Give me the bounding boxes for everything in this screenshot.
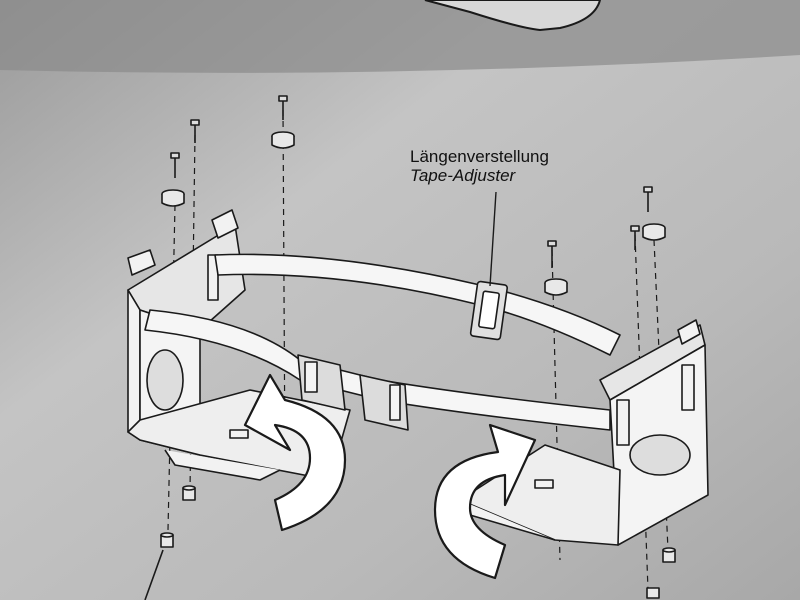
washer-3 [544, 278, 568, 296]
screw-1 [170, 152, 180, 178]
screw-5 [630, 225, 640, 250]
strap-lower [144, 309, 611, 431]
right-bracket [459, 319, 709, 546]
paper-fold-shadow [0, 0, 800, 73]
tape-adjuster-callout: Längenverstellung Tape-Adjuster [410, 147, 549, 185]
buckle [297, 354, 409, 431]
callout-leader-line [489, 191, 497, 287]
screw-6 [643, 186, 653, 212]
screw-3 [278, 95, 288, 120]
screw-4 [547, 240, 557, 268]
leader-line-bottom [144, 549, 164, 600]
rotation-arrow-right [433, 423, 537, 580]
nut-2 [160, 532, 174, 548]
screw-2 [190, 119, 200, 143]
nut-3 [662, 547, 676, 563]
nut-1 [182, 485, 196, 501]
nut-4 [646, 587, 660, 599]
callout-label-de: Längenverstellung [410, 147, 549, 166]
tape-adjuster [469, 280, 509, 341]
strap-upper [214, 253, 621, 356]
top-part-outline [424, 0, 602, 32]
washer-1 [161, 189, 185, 207]
rotation-arrow-left [243, 373, 347, 532]
callout-label-en: Tape-Adjuster [410, 166, 516, 185]
washer-4 [642, 223, 666, 241]
washer-2 [271, 131, 295, 149]
